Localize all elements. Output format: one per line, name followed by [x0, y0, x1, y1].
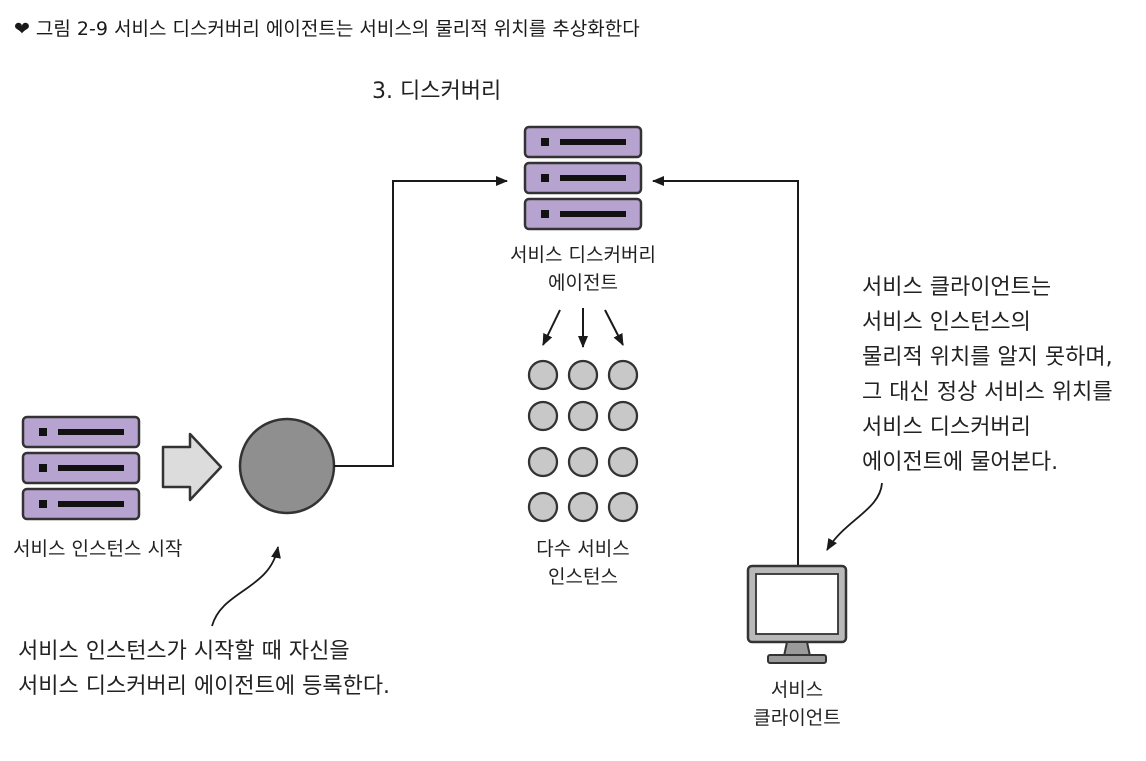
distribution-arrow: [604, 309, 624, 346]
instances-label-line: 인스턴스: [548, 566, 618, 588]
client-label: 서비스 클라이언트: [727, 676, 867, 732]
discovery-agent-server-icon: [523, 125, 643, 231]
server-unit: [21, 451, 141, 485]
starting-instance-circle: [238, 417, 336, 515]
client-note-line: 그 대신 정상 서비스 위치를: [862, 380, 1113, 405]
server-unit: [523, 197, 643, 231]
server-unit: [523, 125, 643, 159]
instance-node: [567, 359, 599, 391]
instance-node: [607, 400, 639, 432]
register-note: 서비스 인스턴스가 시작할 때 자신을 서비스 디스커버리 에이전트에 등록한다…: [18, 634, 390, 704]
client-note-line: 서비스 인스턴스의: [862, 310, 1031, 335]
instance-node: [607, 446, 639, 478]
block-arrow-icon: [161, 432, 223, 502]
client-note-line: 에이전트에 물어본다.: [862, 450, 1059, 475]
figure-caption: ❤그림 2-9 서비스 디스커버리 에이전트는 서비스의 물리적 위치를 추상화…: [14, 14, 640, 41]
discovery-agent-label: 서비스 디스커버리 에이전트: [473, 241, 693, 297]
client-note-line: 서비스 디스커버리: [862, 415, 1031, 440]
client-callout-arrow: [826, 482, 883, 551]
instance-node: [607, 491, 639, 523]
instance-node: [567, 400, 599, 432]
instance-node: [567, 491, 599, 523]
instance-node: [527, 359, 559, 391]
discovery-agent-label-line: 서비스 디스커버리: [510, 244, 656, 266]
register-note-line: 서비스 인스턴스가 시작할 때 자신을: [18, 639, 350, 664]
client-note-line: 물리적 위치를 알지 못하며,: [862, 345, 1113, 370]
instance-node: [527, 400, 559, 432]
server-unit: [21, 487, 141, 521]
client-label-line: 클라이언트: [753, 707, 841, 729]
instances-label: 다수 서비스 인스턴스: [503, 535, 663, 591]
figure-caption-text: 그림 2-9 서비스 디스커버리 에이전트는 서비스의 물리적 위치를 추상화한…: [35, 18, 640, 40]
discovery-agent-label-line: 에이전트: [548, 272, 618, 294]
instance-node: [527, 491, 559, 523]
service-instance-server-icon: [21, 415, 141, 521]
heart-bullet-icon: ❤: [14, 18, 30, 40]
client-note: 서비스 클라이언트는 서비스 인스턴스의 물리적 위치를 알지 못하며, 그 대…: [862, 270, 1113, 480]
lookup-connector-arrow: [652, 176, 799, 566]
server-unit: [523, 161, 643, 195]
register-connector-arrow: [334, 176, 508, 467]
instance-node: [527, 446, 559, 478]
distribution-arrow: [542, 309, 561, 346]
distribution-arrows: [542, 308, 624, 348]
client-monitor-icon: [746, 564, 848, 664]
client-label-line: 서비스: [770, 679, 824, 701]
server-unit: [21, 415, 141, 449]
register-note-line: 서비스 디스커버리 에이전트에 등록한다.: [18, 674, 391, 699]
instance-node: [567, 446, 599, 478]
discovery-step-label: 3. 디스커버리: [372, 79, 502, 104]
instances-label-line: 다수 서비스: [536, 538, 630, 560]
instance-node-grid: [527, 359, 639, 523]
client-note-line: 서비스 클라이언트는: [862, 275, 1052, 300]
service-start-label: 서비스 인스턴스 시작: [13, 538, 183, 560]
register-callout-arrow: [211, 546, 281, 627]
instance-node: [607, 359, 639, 391]
